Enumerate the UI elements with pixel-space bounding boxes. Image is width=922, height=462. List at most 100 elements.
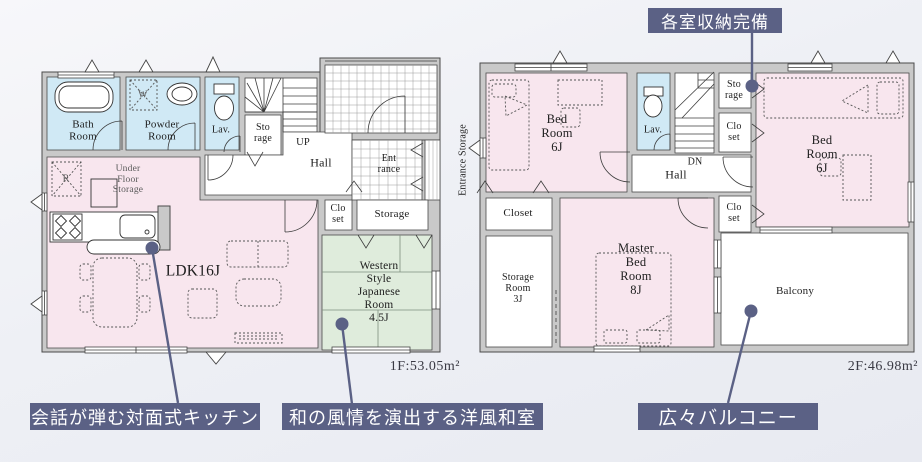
floor2-windows xyxy=(468,50,915,353)
chair-icon xyxy=(560,107,581,128)
bedroom-right xyxy=(755,72,910,228)
label-entrance-storage: Entrance Storage xyxy=(457,124,469,196)
stairs-1f-lower xyxy=(282,111,318,133)
room-label-storage-1f: Storage xyxy=(374,207,410,220)
room-label-lav-2f: Lav. xyxy=(643,124,663,136)
folding-door-mark xyxy=(751,123,765,143)
callout-banner-balcony: 広々バルコニー xyxy=(638,403,818,430)
floor1-doors xyxy=(92,95,433,249)
stove-icon xyxy=(52,213,83,241)
room-label-storage-room: Storage Room 3J xyxy=(502,272,534,306)
room-label-powder: Powder Room xyxy=(144,118,180,143)
callout-leader-lines xyxy=(145,33,759,405)
desk-icon xyxy=(557,79,603,106)
storage-2f xyxy=(718,72,752,109)
tv-board-icon xyxy=(234,332,283,344)
floor1-fixtures xyxy=(49,79,235,255)
storage-room-3j xyxy=(485,235,553,348)
room-label-master-bedroom: Master Bed Room 8J xyxy=(618,241,654,297)
floor1-area-label: 1F:53.05m² xyxy=(389,359,460,374)
vent-triangle xyxy=(468,50,901,157)
floor2-rooms xyxy=(485,72,910,348)
washer-label: W xyxy=(138,89,148,101)
door-arc xyxy=(599,151,631,183)
chair-icon xyxy=(819,157,842,177)
room-label-hall-1f: Hall xyxy=(310,155,332,170)
folding-door-mark xyxy=(410,142,424,192)
floor2-doors xyxy=(476,79,765,229)
bathtub-icon xyxy=(54,81,114,113)
kitchen-counter xyxy=(49,205,171,255)
floor1-grids xyxy=(322,65,438,350)
floor2-stairs xyxy=(674,71,715,149)
door-arc xyxy=(677,197,709,229)
sofa-icon xyxy=(226,240,289,268)
folding-door-mark xyxy=(476,180,550,194)
room-label-bath: Bath Room xyxy=(69,118,97,143)
storage-1f xyxy=(356,199,429,231)
vent-triangle xyxy=(30,193,227,365)
stairs-up-label: UP xyxy=(296,137,310,149)
folding-door-mark xyxy=(357,234,433,249)
entry-door-arc xyxy=(367,95,406,134)
toilet-1f-icon xyxy=(213,83,235,121)
room-label-lav-1f: Lav. xyxy=(211,124,231,136)
fridge-label: R xyxy=(62,173,70,185)
door-arc xyxy=(722,156,754,188)
floor1-stairs xyxy=(244,77,317,132)
closet-left xyxy=(485,197,553,231)
bed-icon xyxy=(763,77,904,119)
room-label-closet-1f: Clo set xyxy=(330,202,346,225)
floor2-area-label: 2F:46.98m² xyxy=(847,359,918,374)
room-label-bedroom-right: Bed Room 6J xyxy=(806,133,838,175)
room-label-bedroom-left: Bed Room 6J xyxy=(541,112,573,154)
folding-door-mark xyxy=(246,151,264,167)
floor1-rooms xyxy=(46,64,441,351)
balcony xyxy=(720,232,909,346)
door-arc xyxy=(92,120,123,151)
bedroom-left xyxy=(485,72,628,193)
callout-banner-japanese: 和の風情を演出する洋風和室 xyxy=(282,403,543,430)
closet-2f-mid xyxy=(718,195,752,233)
vent-triangle xyxy=(84,55,221,73)
folding-door-mark xyxy=(345,180,363,193)
stair-storage-room xyxy=(244,114,282,156)
callout-banner-kitchen: 会話が弾む対面式キッチン xyxy=(30,403,260,430)
room-label-japanese-room: Western Style Japanese Room 4.5J xyxy=(357,259,401,324)
hall-2f xyxy=(631,154,752,193)
desk-icon xyxy=(842,154,872,201)
under-floor-storage-hatch xyxy=(90,178,118,208)
kitchen-sink-icon xyxy=(119,214,156,239)
washer-icon xyxy=(129,79,158,111)
room-label-closet-left: Closet xyxy=(503,206,533,219)
door-arc xyxy=(207,154,234,181)
floor1-windows xyxy=(30,55,441,365)
floor1-plan xyxy=(30,55,441,365)
entrance-storage-strip xyxy=(424,139,441,201)
armchair-icon xyxy=(187,288,218,319)
folding-door-mark xyxy=(751,204,765,224)
door-arc xyxy=(653,133,671,151)
room-label-hall-2f: Hall xyxy=(665,167,687,182)
powder-sink-icon xyxy=(166,82,198,106)
floor1-furniture xyxy=(79,240,289,344)
stairs-1f-upper xyxy=(244,77,318,113)
room-label-entrance: Ent rance xyxy=(377,152,401,175)
bed-icon xyxy=(488,79,530,171)
room-label-storage-2f: Sto rage xyxy=(724,78,744,101)
room-label-ldk: LDK16J xyxy=(165,262,221,280)
room-label-closet-mid: Clo set xyxy=(726,201,742,224)
closet-2f-top xyxy=(718,112,752,153)
floor2-fixtures xyxy=(488,77,904,347)
door-arc xyxy=(284,199,318,233)
room-label-closet-top: Clo set xyxy=(726,120,742,143)
counter-front xyxy=(86,239,161,255)
stairs-dn-label: DN xyxy=(687,156,703,168)
door-arc xyxy=(223,135,241,153)
room-label-balcony: Balcony xyxy=(775,284,815,297)
closet-1f xyxy=(324,199,353,231)
master-bed-icon xyxy=(595,252,672,347)
label-under-floor-storage: Under Floor Storage xyxy=(112,164,144,196)
